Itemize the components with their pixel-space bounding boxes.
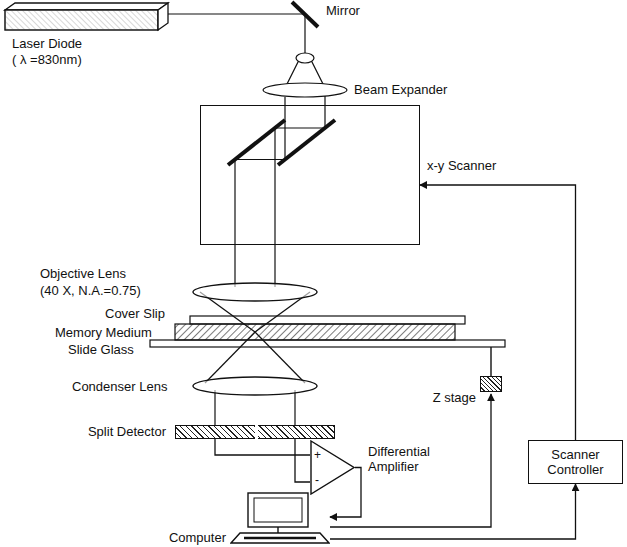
monitor-stand bbox=[277, 527, 278, 533]
signal-line bbox=[330, 394, 491, 527]
scan-mirror bbox=[278, 120, 335, 165]
input-sign: - bbox=[315, 473, 319, 488]
laser-beam bbox=[168, 13, 305, 14]
memory-medium bbox=[175, 324, 455, 340]
part-label: Mirror bbox=[326, 3, 360, 18]
part-label: Slide Glass bbox=[68, 342, 134, 357]
split-detector: Split Detector bbox=[175, 425, 335, 439]
keyboard bbox=[231, 533, 329, 543]
part-label: Memory Medium bbox=[55, 325, 152, 340]
scanner-box: x-y Scanner bbox=[200, 105, 420, 245]
part-label: Condenser Lens bbox=[72, 379, 167, 394]
signal-line bbox=[420, 185, 576, 440]
scanner-label: x-y Scanner bbox=[427, 158, 496, 173]
slide-glass bbox=[150, 340, 505, 347]
z-stage-block bbox=[480, 376, 502, 392]
part-label: Laser Diode bbox=[12, 36, 82, 51]
part-label: Cover Slip bbox=[105, 306, 165, 321]
stage-arm bbox=[490, 347, 491, 376]
controller-box: Scanner Controller bbox=[528, 440, 623, 484]
z-stage: Z stage bbox=[430, 376, 502, 394]
detector-label: Split Detector bbox=[88, 424, 166, 439]
input-sign: + bbox=[314, 448, 321, 463]
signal-line bbox=[215, 439, 310, 455]
signal-line bbox=[295, 439, 310, 482]
controller-label: Scanner Controller bbox=[534, 447, 617, 477]
z-stage-label: Z stage bbox=[433, 390, 476, 405]
beam-expander bbox=[263, 53, 347, 97]
amplifier-triangle: +-Differential Amplifier bbox=[310, 440, 355, 495]
computer-icon: Computer bbox=[230, 492, 330, 545]
condenser-lens bbox=[193, 377, 317, 395]
cover-slip bbox=[190, 316, 465, 324]
objective-lens bbox=[193, 283, 317, 301]
detector-split bbox=[255, 425, 258, 439]
scan-mirror bbox=[228, 120, 285, 165]
monitor bbox=[248, 493, 308, 527]
part-label: Objective Lens bbox=[40, 266, 126, 281]
laser-beam bbox=[304, 14, 305, 54]
amplifier-outline bbox=[311, 441, 354, 494]
computer-label: Computer bbox=[169, 530, 226, 545]
focused-beam bbox=[200, 292, 310, 425]
part-label: (40 X, N.A.=0.75) bbox=[40, 283, 141, 298]
part-label: ( λ =830nm) bbox=[12, 52, 82, 67]
signal-line bbox=[330, 484, 576, 539]
keyboard-keys bbox=[244, 537, 316, 540]
amplifier-label: Differential Amplifier bbox=[368, 444, 448, 474]
screen bbox=[254, 498, 302, 522]
computer-drawing bbox=[230, 492, 330, 545]
laser-diode bbox=[5, 3, 168, 30]
part-label: Beam Expander bbox=[354, 82, 447, 97]
